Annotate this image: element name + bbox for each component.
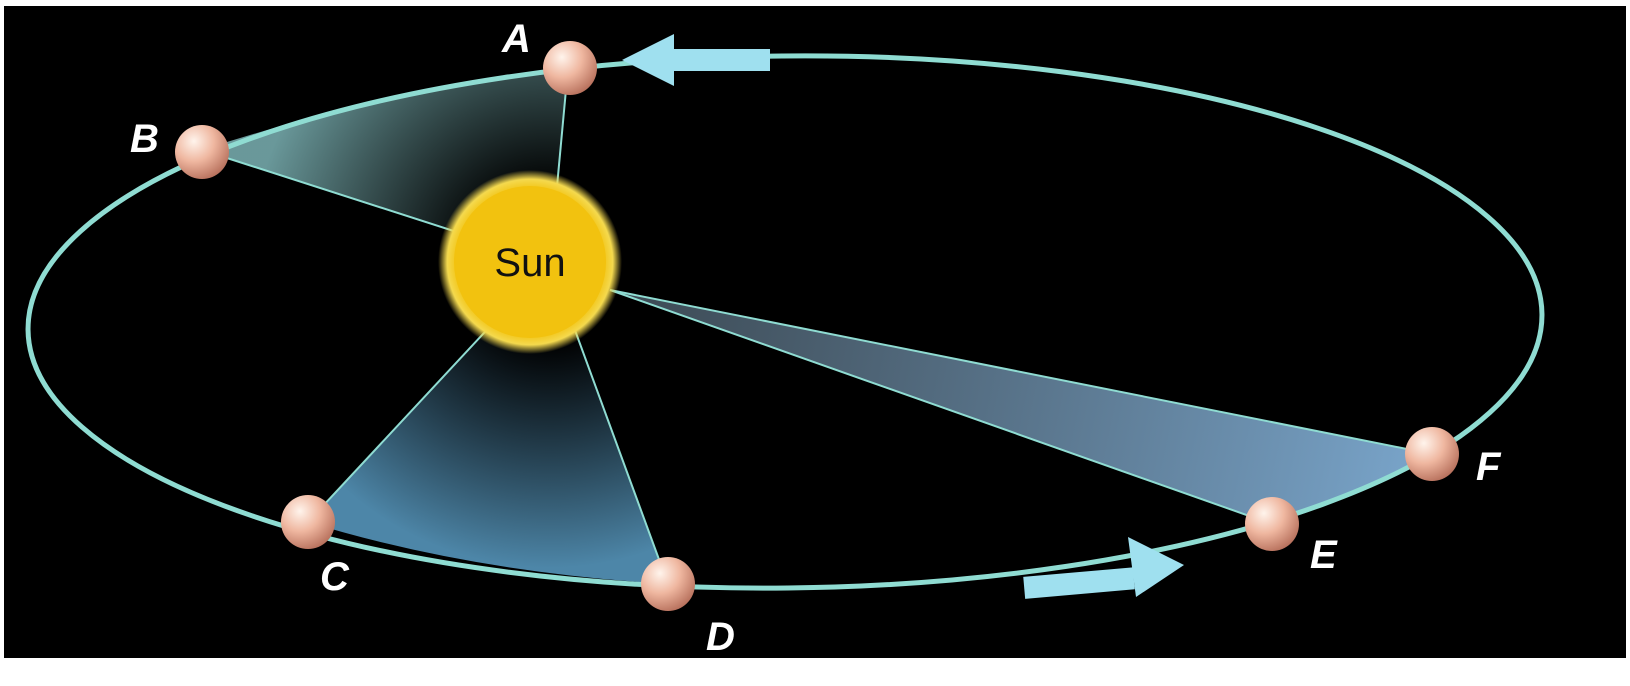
sector-e-f <box>610 290 1432 524</box>
direction-arrow-top <box>622 34 770 86</box>
planet-f <box>1405 427 1459 481</box>
planet-a <box>543 41 597 95</box>
sun-label: Sun <box>494 241 565 285</box>
planet-c <box>281 495 335 549</box>
label-c: C <box>320 555 350 599</box>
direction-arrow-bottom <box>1023 537 1184 599</box>
orbit-path <box>25 53 1545 591</box>
planet-b <box>175 125 229 179</box>
sun <box>454 186 606 338</box>
label-d: D <box>706 615 735 659</box>
label-e: E <box>1310 533 1338 577</box>
label-a: A <box>501 17 531 61</box>
planet-d <box>641 557 695 611</box>
label-b: B <box>130 117 159 161</box>
sector-c-d <box>308 262 668 584</box>
planet-e <box>1245 497 1299 551</box>
label-f: F <box>1476 445 1502 489</box>
